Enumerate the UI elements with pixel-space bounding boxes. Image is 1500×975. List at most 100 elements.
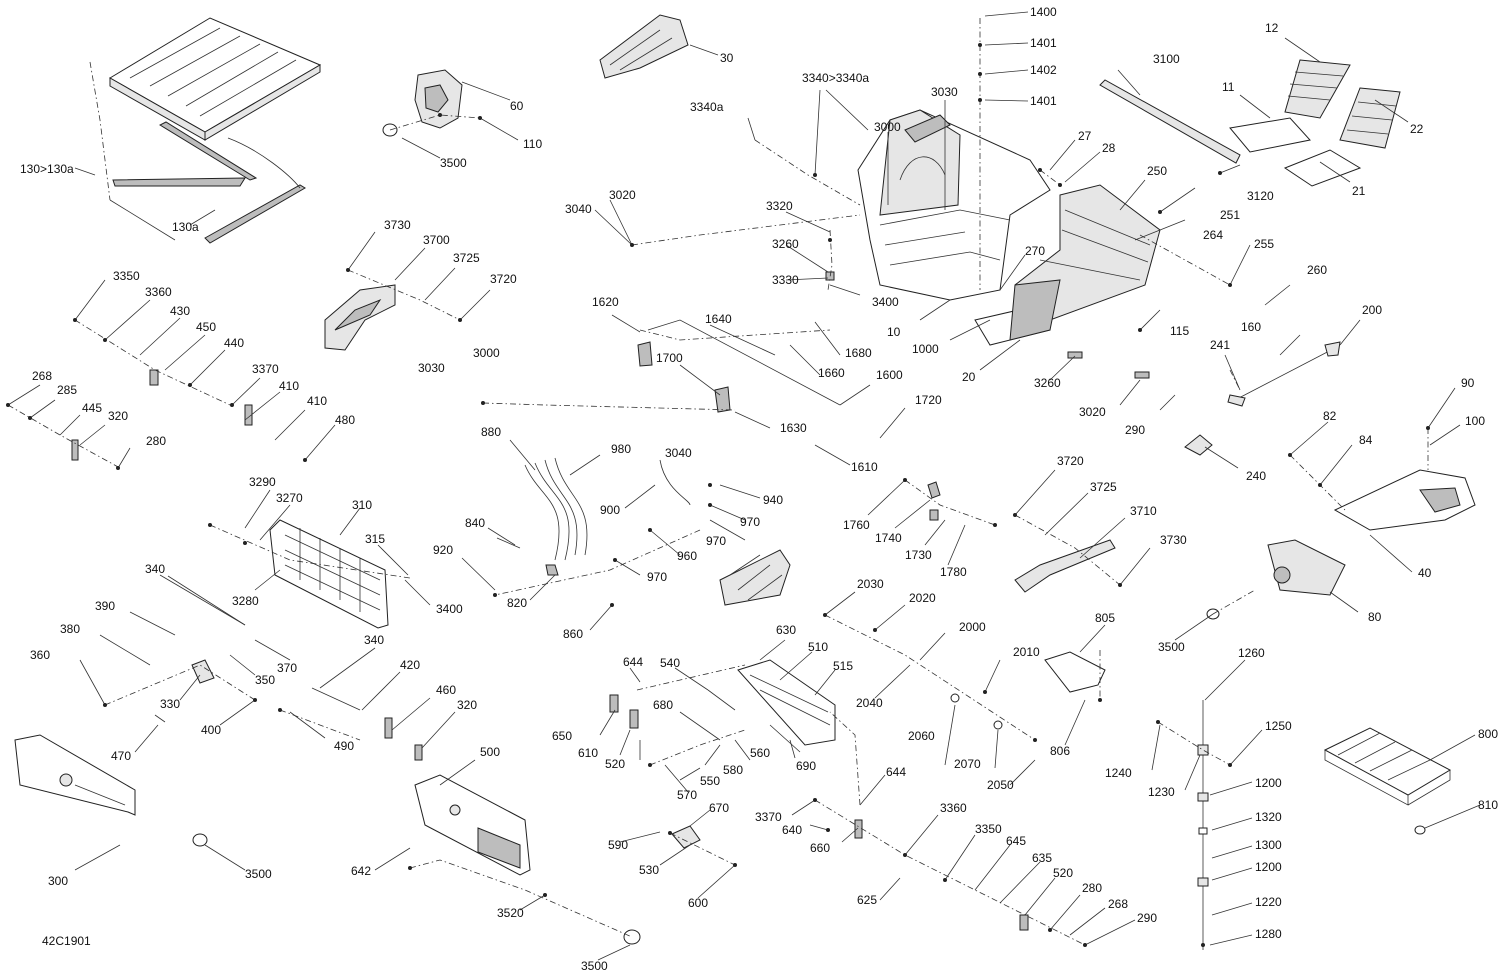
callout: 680 bbox=[653, 698, 673, 712]
part-30-shape bbox=[599, 14, 689, 79]
callout: 660 bbox=[810, 841, 830, 855]
callout: 550 bbox=[700, 774, 720, 788]
mat-12-shape bbox=[1284, 59, 1351, 119]
callout: 1610 bbox=[851, 460, 878, 474]
callout: 3725 bbox=[453, 251, 480, 265]
rail-3100-shape bbox=[1099, 79, 1241, 164]
callout: 130>130a bbox=[20, 162, 74, 176]
mat-21-shape bbox=[1283, 149, 1362, 187]
callout: 880 bbox=[481, 425, 501, 439]
callout: 520 bbox=[1053, 866, 1073, 880]
callout: 1400 bbox=[1030, 5, 1057, 19]
callout: 1780 bbox=[940, 565, 967, 579]
callout: 3360 bbox=[940, 801, 967, 815]
callout: 2050 bbox=[987, 778, 1014, 792]
callout: 470 bbox=[111, 749, 131, 763]
callout: 3030 bbox=[418, 361, 445, 375]
callout: 1401 bbox=[1030, 36, 1057, 50]
callout: 800 bbox=[1478, 727, 1498, 741]
callout: 115 bbox=[1170, 324, 1189, 338]
callout: 1200 bbox=[1255, 776, 1282, 790]
callout: 3400 bbox=[436, 602, 463, 616]
callout: 640 bbox=[782, 823, 802, 837]
callout: 940 bbox=[763, 493, 783, 507]
callout-labels: 1400 1401 1402 1401 12 11 22 21 3100 312… bbox=[20, 5, 1498, 973]
callout: 1620 bbox=[592, 295, 619, 309]
callout: 1730 bbox=[905, 548, 932, 562]
rail-900-shape bbox=[544, 457, 588, 556]
callout: 3400 bbox=[872, 295, 899, 309]
tailgate-cover-shape bbox=[14, 734, 136, 816]
callout: 3030 bbox=[931, 85, 958, 99]
callout: 280 bbox=[1082, 881, 1102, 895]
callout: 3260 bbox=[1034, 376, 1061, 390]
callout: 450 bbox=[196, 320, 216, 334]
callout: 3020 bbox=[1079, 405, 1106, 419]
callout: 644 bbox=[623, 655, 643, 669]
callout: 80 bbox=[1368, 610, 1382, 624]
callout: 290 bbox=[1125, 423, 1145, 437]
callout: 2060 bbox=[908, 729, 935, 743]
callout: 320 bbox=[457, 698, 477, 712]
callout: 130a bbox=[172, 220, 199, 234]
callout: 285 bbox=[57, 383, 77, 397]
callout: 2000 bbox=[959, 620, 986, 634]
callout: 510 bbox=[808, 640, 828, 654]
callout: 280 bbox=[146, 434, 166, 448]
callout: 420 bbox=[400, 658, 420, 672]
callout: 12 bbox=[1265, 21, 1279, 35]
callout: 1230 bbox=[1148, 785, 1175, 799]
callout: 3360 bbox=[145, 285, 172, 299]
callout: 260 bbox=[1307, 263, 1327, 277]
part-240-shape bbox=[1184, 434, 1213, 456]
callout: 645 bbox=[1006, 834, 1026, 848]
callout: 960 bbox=[677, 549, 697, 563]
callout: 1220 bbox=[1255, 895, 1282, 909]
callout: 3040 bbox=[665, 446, 692, 460]
latch-530-shape bbox=[671, 825, 701, 849]
callout: 3340a bbox=[690, 100, 724, 114]
callout: 430 bbox=[170, 304, 190, 318]
callout: 3500 bbox=[581, 959, 608, 973]
diagram-id: 42C1901 bbox=[42, 934, 91, 948]
callout: 3720 bbox=[1057, 454, 1084, 468]
callout: 920 bbox=[433, 543, 453, 557]
leader-lines bbox=[7, 11, 1481, 961]
callout: 3330 bbox=[772, 273, 799, 287]
callout: 82 bbox=[1323, 409, 1337, 423]
callout: 2030 bbox=[857, 577, 884, 591]
callout: 110 bbox=[523, 137, 542, 151]
callout: 330 bbox=[160, 697, 180, 711]
callout: 21 bbox=[1352, 184, 1366, 198]
callout: 610 bbox=[578, 746, 598, 760]
callout: 3040 bbox=[565, 202, 592, 216]
callout: 360 bbox=[30, 648, 50, 662]
callout: 390 bbox=[95, 599, 115, 613]
callout: 650 bbox=[552, 729, 572, 743]
callout: 340 bbox=[364, 633, 384, 647]
callout: 410 bbox=[307, 394, 327, 408]
callout: 3500 bbox=[1158, 640, 1185, 654]
callout: 255 bbox=[1254, 237, 1274, 251]
callout: 1300 bbox=[1255, 838, 1282, 852]
callout: 3710 bbox=[1130, 504, 1157, 518]
shield-805-shape bbox=[1044, 651, 1106, 693]
callout: 400 bbox=[201, 723, 221, 737]
callout: 860 bbox=[563, 627, 583, 641]
callout: 560 bbox=[750, 746, 770, 760]
cargo-box-shape bbox=[857, 109, 1051, 301]
callout: 820 bbox=[507, 596, 527, 610]
callout: 320 bbox=[108, 409, 128, 423]
callout: 3260 bbox=[772, 237, 799, 251]
callout: 300 bbox=[48, 874, 68, 888]
callout: 1402 bbox=[1030, 63, 1057, 77]
roof-panel-shape bbox=[109, 17, 322, 244]
tailgate-310-shape bbox=[269, 519, 389, 629]
rod-340-shape bbox=[159, 574, 246, 626]
callout: 3370 bbox=[755, 810, 782, 824]
callout: 1000 bbox=[912, 342, 939, 356]
fastener-dots bbox=[6, 43, 1430, 947]
callout: 1740 bbox=[875, 531, 902, 545]
callout: 810 bbox=[1478, 798, 1498, 812]
callout: 240 bbox=[1246, 469, 1266, 483]
